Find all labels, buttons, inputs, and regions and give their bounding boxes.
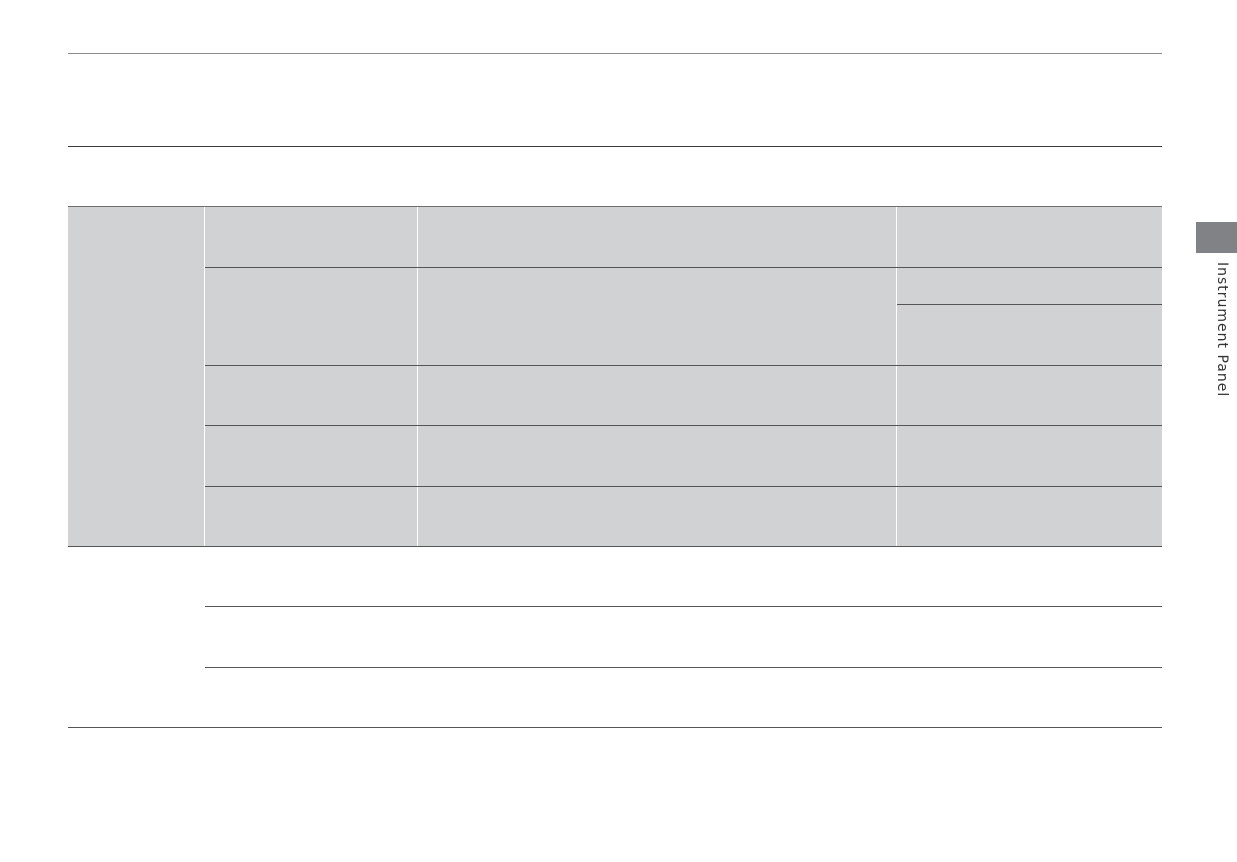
white-table-bottom-rule [68, 727, 1162, 728]
shaded-row-divider [205, 425, 1162, 426]
white-row-divider [205, 606, 1162, 607]
shaded-table-bottom-rule [68, 546, 1162, 547]
section-tab-label: Instrument Panel [1214, 262, 1230, 398]
shaded-col-1 [205, 207, 417, 547]
header-top-rule [68, 53, 1162, 54]
shaded-row-divider [205, 365, 1162, 366]
shaded-table-top-rule [68, 206, 1162, 207]
shaded-subrow-divider [897, 304, 1162, 305]
shaded-label-cell [68, 207, 204, 547]
section-tab-marker [1196, 222, 1237, 253]
white-row-divider [205, 667, 1162, 668]
shaded-row-divider [205, 486, 1162, 487]
shaded-col-2 [418, 207, 896, 547]
shaded-row-divider [205, 267, 1162, 268]
header-bottom-rule [68, 146, 1162, 147]
shaded-col-3 [897, 207, 1162, 547]
